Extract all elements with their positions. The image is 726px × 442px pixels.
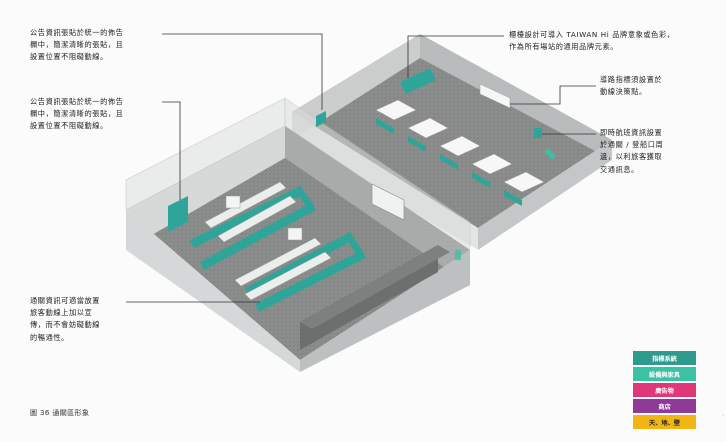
notice-board-top (316, 111, 326, 127)
xray-machine-2 (287, 227, 303, 241)
plant-2 (549, 153, 555, 159)
legend-label: 天、地、壁 (649, 419, 680, 427)
annotation-notice-board-top: 公告資訊張貼於統一的佈告 欄中，簡潔清晰的張貼，且 設置位置不阻礙動線。 (30, 28, 124, 62)
figure-caption: 圖 36 通關區形象 (30, 409, 90, 417)
legend-item-signage: 指標系統 (633, 351, 696, 365)
page-marker: . (722, 411, 724, 418)
annotation-notice-board-left: 公告資訊張貼於統一的佈告 欄中，簡潔清晰的張貼，且 設置位置不阻礙動線。 (30, 97, 124, 131)
legend-label: 設備與家具 (649, 371, 680, 379)
legend-item-advertising: 廣告物 (633, 383, 696, 397)
gate-door (371, 183, 405, 221)
side-sign (455, 250, 461, 260)
legend-label: 指標系統 (652, 355, 677, 363)
legend-label: 商店 (658, 403, 671, 411)
annotation-wayfinding: 導路指標須設置於 動線決策點。 (600, 75, 663, 97)
annotation-flight-info: 即時航班資訊設置 於通關 / 登船口周 邊，以利旅客獲取 交通訊息。 (600, 128, 664, 174)
check-in-counters (375, 68, 545, 206)
legend-item-surfaces: 天、地、壁 (633, 415, 696, 429)
xray-machine (225, 195, 241, 209)
annotation-counter-design: 櫃檯設計可導入 TAIWAN Hi 品牌意象或色彩， 作為所有場站的通用品牌元素… (509, 30, 675, 52)
legend-label: 廣告物 (655, 387, 674, 395)
leader-lines (126, 33, 596, 303)
security-lanes (204, 181, 332, 301)
flight-info-screen (534, 128, 542, 138)
annotation-customs-info: 通關資訊可適當放置 旅客動線上加以宣 傳，而不會妨礙動線 的暢通性。 (30, 296, 101, 342)
legend: 指標系統 設備與家具 廣告物 商店 天、地、壁 (633, 351, 696, 431)
notice-board-left (168, 196, 188, 232)
legend-item-furniture: 設備與家具 (633, 367, 696, 381)
plant-1 (545, 149, 551, 155)
legend-item-shop: 商店 (633, 399, 696, 413)
